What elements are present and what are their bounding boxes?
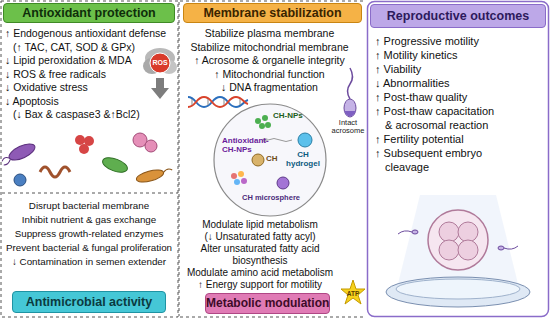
effect-line: ↓ Lipid peroxidation & MDA — [5, 54, 175, 68]
effect-line: Stabilize plasma membrane — [182, 27, 357, 41]
particle-name: CH hydrogel — [285, 151, 321, 169]
particle-name: Antioxidant-CH-NPs — [222, 137, 274, 155]
membrane-panel: Membrane stabilizationStabilize plasma m… — [180, 0, 365, 100]
effect-line: ↓ Abnormalities — [375, 76, 543, 90]
atp-mark: ATP — [341, 290, 365, 297]
effect-line: ↑ Acrosome & organelle integrity — [182, 54, 357, 68]
ros-mark: ROS — [148, 59, 172, 67]
panel-heading: Reproductive outcomes — [370, 4, 546, 28]
effect-line: (↑ TAC, CAT, SOD & GPx) — [13, 41, 175, 55]
antioxidant-panel: Antioxidant protection ↑ Endogenous antio… — [0, 0, 178, 190]
effect-line: (↓ Bax & caspase3 &↑Bcl2) — [13, 108, 175, 122]
particle-name: CH — [266, 155, 282, 164]
effect-line: ↓ Apoptosis — [5, 95, 175, 109]
antimicrobial-panel: Antimicrobial activity Disrupt bacterial … — [0, 193, 178, 318]
particle-name: CH microsphere — [240, 194, 302, 202]
effect-line: ↓ DNA fragmentation — [182, 81, 357, 95]
effect-line: ↓ ROS & free radicals — [5, 68, 175, 82]
effect-line: Inhibit nutrient & gas exchange — [3, 213, 175, 227]
effect-line: cleavage — [385, 160, 543, 174]
effect-line: & acrosomal reaction — [385, 118, 543, 132]
effect-line: ↓ Oxidative stress — [5, 81, 175, 95]
effect-line: ↑ Fertility potential — [375, 132, 543, 146]
effect-line: (↓ Unsaturated fatty acyl) — [180, 231, 340, 243]
effect-line: ↑ Subsequent embryo — [375, 146, 543, 160]
panel-heading: Membrane stabilization — [183, 3, 362, 23]
outcomes-panel: Reproductive outcomes ↑ Progressive motil… — [367, 1, 549, 317]
effect-line: ↑ Motility kinetics — [375, 48, 543, 62]
panel-heading: Metabolic modulation — [205, 293, 330, 314]
effect-line: ↑ Mitochondrial function — [182, 68, 357, 82]
effect-line: ↑ Endogenous antioxidant defense — [5, 27, 175, 41]
particle-name: CH-NPs — [273, 112, 313, 121]
panel-heading: Antimicrobial activity — [12, 291, 166, 313]
effect-line: ↑ Energy support for motility — [180, 279, 340, 291]
effect-line: Alter unsaturated fatty acid — [180, 243, 340, 255]
effect-line: biosynthesis — [180, 255, 340, 267]
effect-line: ↑ Post-thaw capacitation — [375, 104, 543, 118]
structure-label: Intact acrosome — [330, 119, 366, 136]
effect-line: ↑ Viability — [375, 62, 543, 76]
metabolic-panel: Metabolic modulation Modulate lipid metab… — [180, 216, 365, 318]
effect-line: ↓ Contamination in semen extender — [3, 255, 175, 269]
effect-line: ↑ Post-thaw quality — [375, 90, 543, 104]
effect-line: Modulate lipid metabolism — [180, 219, 340, 231]
effect-line: Stabilize mitochondrial membrane — [182, 41, 357, 55]
effect-line: ↑ Progressive motility — [375, 34, 543, 48]
effect-line: Disrupt bacterial membrane — [3, 199, 175, 213]
effect-line: Prevent bacterial & fungal proliferation — [3, 241, 175, 255]
effect-line: Modulate amino acid metabolism — [180, 267, 340, 279]
effect-line: Suppress growth-related enzymes — [3, 227, 175, 241]
panel-heading: Antioxidant protection — [3, 3, 175, 23]
